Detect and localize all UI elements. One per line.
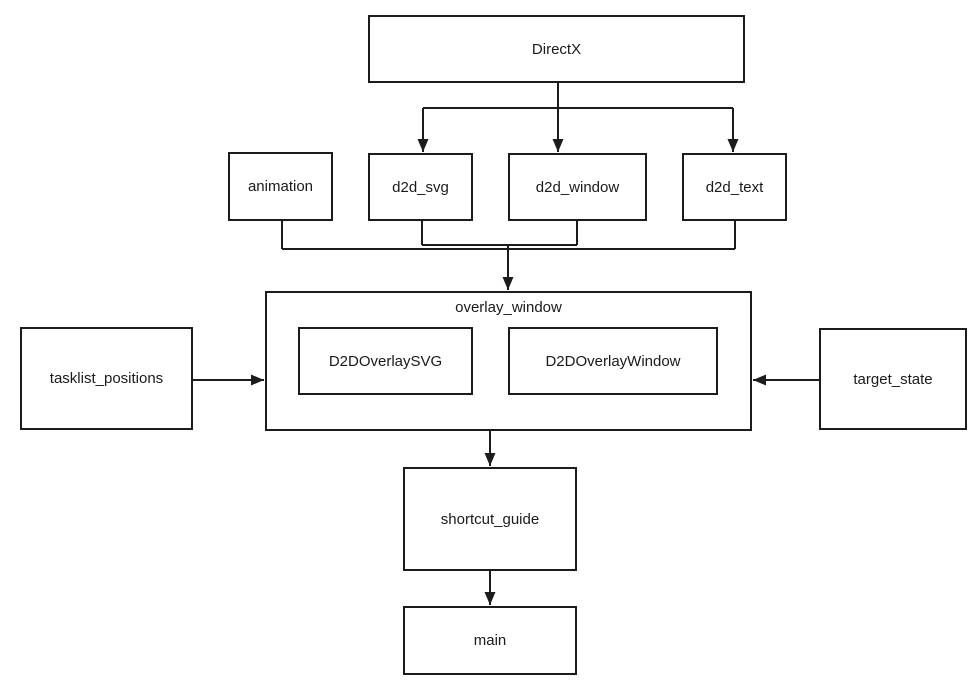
node-tasklist-positions: tasklist_positions <box>20 327 193 430</box>
node-main: main <box>403 606 577 675</box>
node-d2d-text: d2d_text <box>682 153 787 221</box>
node-d2d-overlay-svg: D2DOverlaySVG <box>298 327 473 395</box>
node-shortcut-guide: shortcut_guide <box>403 467 577 571</box>
node-directx: DirectX <box>368 15 745 83</box>
node-animation: animation <box>228 152 333 221</box>
overlay-window-group-label: overlay_window <box>455 299 562 316</box>
connector-merge-to-overlay-window <box>281 221 736 290</box>
node-target-state: target_state <box>819 328 967 430</box>
node-d2d-overlay-window: D2DOverlayWindow <box>508 327 718 395</box>
node-d2d-window: d2d_window <box>508 153 647 221</box>
connector-directx-fanout <box>417 83 739 152</box>
node-d2d-svg: d2d_svg <box>368 153 473 221</box>
